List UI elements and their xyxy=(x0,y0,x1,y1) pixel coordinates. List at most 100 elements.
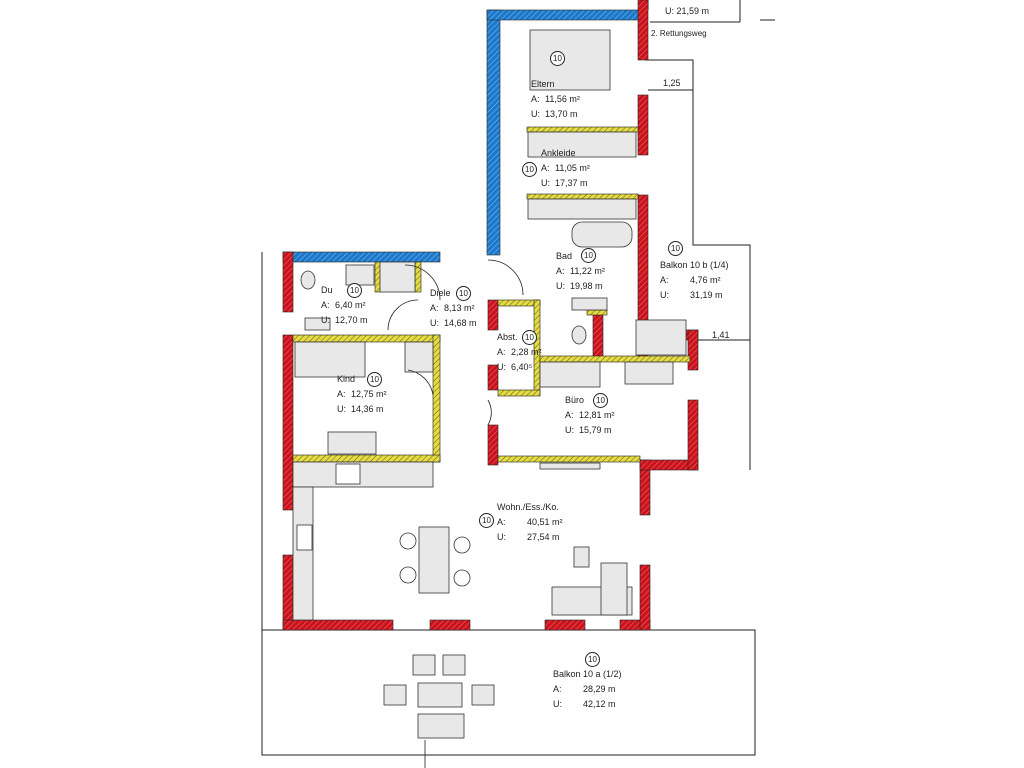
room-number-badge: 10 xyxy=(522,162,537,177)
shower-du xyxy=(379,261,416,293)
room-area: 11,22 m² xyxy=(570,266,605,276)
doors xyxy=(387,259,524,768)
balcony-chair xyxy=(383,684,407,706)
room-perimeter: 19,98 m xyxy=(570,281,603,291)
room-perimeter: 13,70 m xyxy=(545,109,578,119)
room-number-badge: 10 xyxy=(347,283,362,298)
perimeter-label: U: xyxy=(531,109,540,119)
perimeter-label: U: xyxy=(660,290,669,300)
room-area: 12,75 m² xyxy=(351,389,387,399)
room-perimeter: 42,12 m xyxy=(583,699,616,709)
sink-du xyxy=(345,264,375,286)
room-name: Du xyxy=(321,285,333,295)
room-number-badge: 10 xyxy=(522,330,537,345)
room-area: 4,76 m² xyxy=(690,275,721,285)
sink-du-2 xyxy=(304,317,331,331)
room-label-balkon-b: Balkon 10 b (1/4) A: 4,76 m² U: 31,19 m xyxy=(660,258,729,303)
bed-kind xyxy=(294,341,366,378)
shower-bad xyxy=(635,319,687,356)
sideboard xyxy=(539,462,601,470)
room-number-badge: 10 xyxy=(367,372,382,387)
room-perimeter: 14,36 m xyxy=(351,404,384,414)
room-perimeter: 27,54 m xyxy=(527,532,560,542)
chair xyxy=(453,536,471,554)
room-area: 8,13 m² xyxy=(444,303,475,313)
wardrobe-1 xyxy=(527,131,637,158)
room-perimeter: 12,70 m xyxy=(335,315,368,325)
room-number-badge: 10 xyxy=(581,248,596,263)
room-name: Ankleide xyxy=(541,148,576,158)
balcony-chair xyxy=(471,684,495,706)
dimension-label: 1,25 xyxy=(663,78,681,88)
wardrobe-buero xyxy=(539,361,601,388)
area-label: A: xyxy=(337,389,346,399)
sink-kitchen xyxy=(296,524,313,551)
furniture xyxy=(292,29,687,739)
room-perimeter: 17,37 m xyxy=(555,178,588,188)
balcony-table xyxy=(417,682,463,708)
area-label: A: xyxy=(565,410,574,420)
room-area: 6,40 m² xyxy=(335,300,366,310)
chair xyxy=(399,566,417,584)
interior-walls xyxy=(292,126,691,463)
area-label: A: xyxy=(321,300,330,310)
toilet-bad xyxy=(571,325,587,345)
armchair xyxy=(573,546,590,568)
room-perimeter: 14,68 m xyxy=(444,318,477,328)
kitchen-counter-side xyxy=(292,486,314,621)
room-area: 12,81 m² xyxy=(579,410,615,420)
room-name: Abst. xyxy=(497,332,518,342)
room-number-badge: 10 xyxy=(585,652,600,667)
escape-route-label: 2. Rettungsweg xyxy=(651,29,707,38)
room-number-badge: 10 xyxy=(593,393,608,408)
perimeter-label: U: xyxy=(321,315,330,325)
room-name: Diele xyxy=(430,288,451,298)
area-label: A: xyxy=(430,303,439,313)
room-area: 2,28 m² xyxy=(511,347,542,357)
room-name: Balkon 10 a (1/2) xyxy=(553,669,622,679)
balcony-bench xyxy=(417,713,465,739)
perimeter-label: U: xyxy=(337,404,346,414)
sofa-chaise xyxy=(600,562,628,616)
area-label: A: xyxy=(497,347,506,357)
balcony-chair xyxy=(412,654,436,676)
chair xyxy=(453,569,471,587)
chair xyxy=(399,532,417,550)
room-perimeter: 6,40⁵ xyxy=(511,362,533,372)
bathtub xyxy=(571,221,633,248)
area-label: A: xyxy=(660,275,669,285)
room-name: Eltern xyxy=(531,79,555,89)
area-label: A: xyxy=(531,94,540,104)
room-perimeter: 31,19 m xyxy=(690,290,723,300)
stove xyxy=(335,463,361,485)
toilet-du xyxy=(300,270,316,290)
room-name: Balkon 10 b (1/4) xyxy=(660,260,729,270)
room-name: Wohn./Ess./Ko. xyxy=(497,502,559,512)
room-name: Büro xyxy=(565,395,585,405)
kitchen-counter-top xyxy=(292,461,434,488)
room-area: 28,29 m xyxy=(583,684,616,694)
top-partial-perimeter: U: 21,59 m xyxy=(665,6,710,16)
room-number-badge: 10 xyxy=(456,286,471,301)
area-label: A: xyxy=(541,163,550,173)
room-number-badge: 10 xyxy=(550,51,565,66)
area-label: A: xyxy=(497,517,506,527)
room-area: 40,51 m² xyxy=(527,517,563,527)
perimeter-label: U: xyxy=(556,281,565,291)
dimension-label: 1,41 xyxy=(712,330,730,340)
room-number-badge: 10 xyxy=(479,513,494,528)
room-area: 11,05 m² xyxy=(555,163,590,173)
room-perimeter: 15,79 m xyxy=(579,425,612,435)
neighbor-walls xyxy=(282,9,641,263)
